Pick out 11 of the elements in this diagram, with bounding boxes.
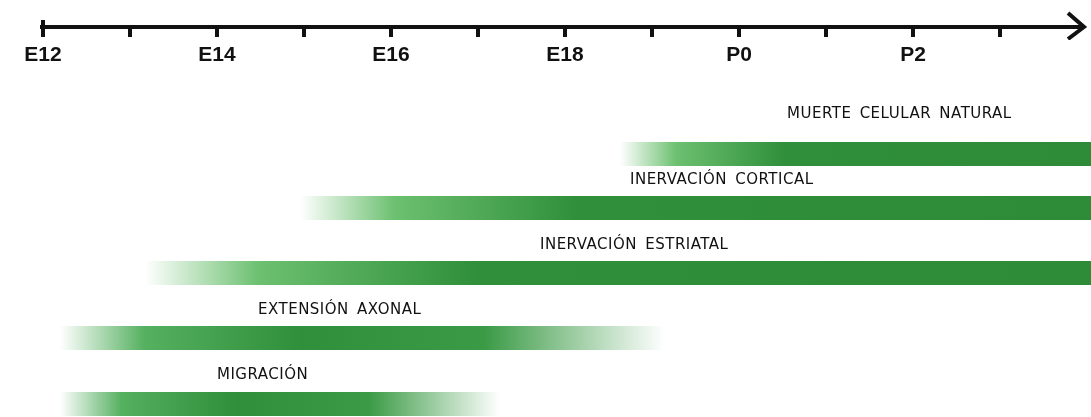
tick-label: P0 (726, 42, 752, 66)
tick-label: E18 (546, 42, 584, 66)
tick-label: P2 (900, 42, 926, 66)
phase-label: MIGRACIÓN (217, 365, 309, 383)
phase-label: INERVACIÓN ESTRIATAL (540, 235, 729, 253)
phase-label: MUERTE CELULAR NATURAL (787, 104, 1012, 122)
phase-label: EXTENSIÓN AXONAL (258, 300, 422, 318)
phase-label: INERVACIÓN CORTICAL (630, 170, 814, 188)
tick-label: E14 (198, 42, 236, 66)
tick-label: E16 (372, 42, 410, 66)
tick-label: E12 (24, 42, 62, 66)
